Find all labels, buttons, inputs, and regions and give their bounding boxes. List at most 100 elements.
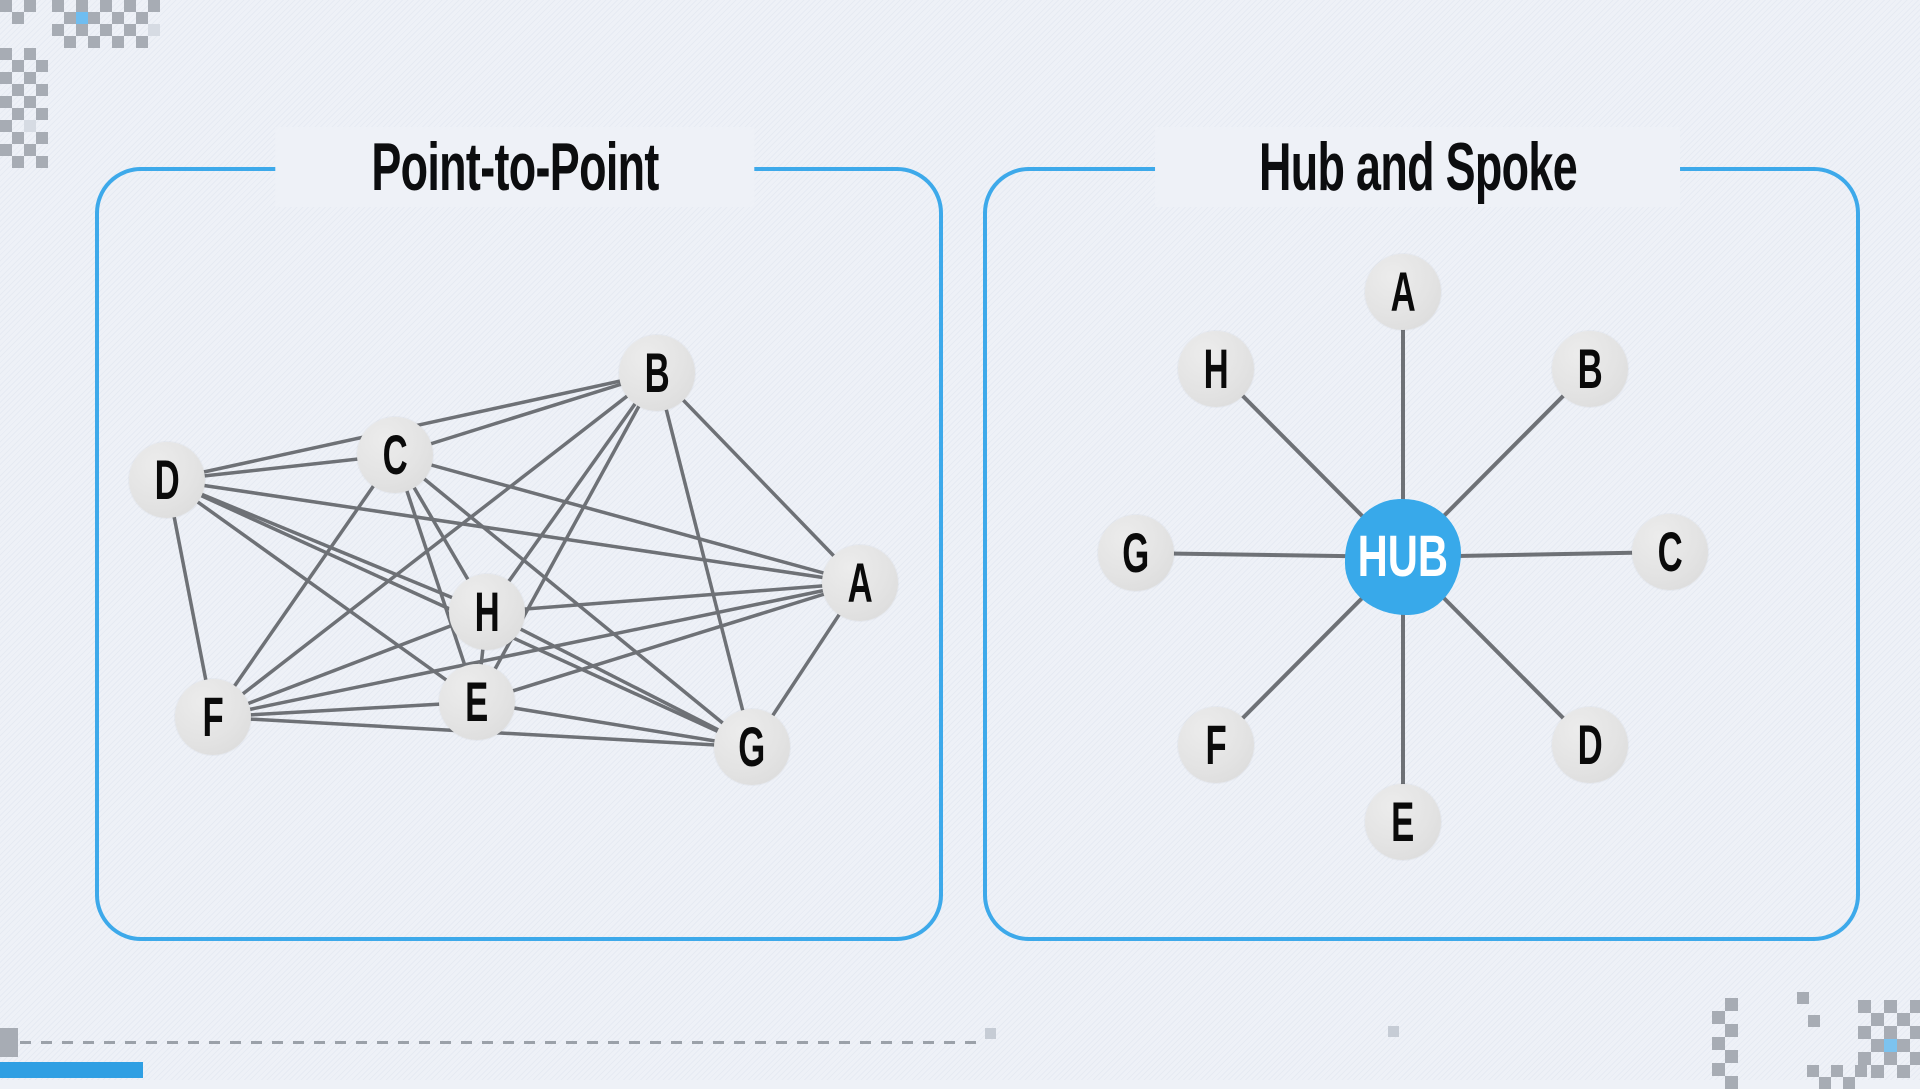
checker-pixel-top-left-wide (100, 0, 112, 12)
checker-pixel-corner-mini-top-left (0, 0, 12, 12)
hub-label: HUB (1357, 524, 1449, 589)
mesh-node-C: C (357, 417, 433, 493)
spoke-node-F: F (1178, 707, 1254, 783)
mesh-edge-BF (211, 371, 659, 719)
checker-pixel-bottom-right-zigzag (1807, 1065, 1819, 1077)
checker-pixel-left-edge-column (36, 156, 48, 168)
node-label: E (1391, 790, 1415, 853)
checker-pixel-bottom-right-strip (1725, 1024, 1738, 1037)
mesh-edge-FH (212, 610, 488, 719)
checker-pixel-left-edge-column (36, 84, 48, 96)
mesh-node-B: B (619, 335, 695, 411)
checker-pixel-top-left-wide (124, 24, 136, 36)
checker-pixel-left-edge-column (36, 132, 48, 144)
checker-pixel-bottom-right-block (1858, 1000, 1871, 1013)
mesh-node-D: D (129, 442, 205, 518)
checker-pixel-left-edge-column (24, 144, 36, 156)
node-label: H (1203, 337, 1229, 400)
checker-pixel-bottom-right-strip (1712, 1011, 1725, 1024)
node-label: C (1657, 520, 1683, 583)
mesh-edge-BC (394, 371, 658, 457)
node-label: B (644, 341, 670, 404)
checker-pixel-bottom-right-zigzag (1831, 1065, 1843, 1077)
checker-pixel-bottom-right-block (1897, 1013, 1910, 1026)
checker-pixel-top-left-wide (76, 24, 88, 36)
checker-pixel-left-edge-column (36, 60, 48, 72)
spoke-node-H: H (1178, 331, 1254, 407)
node-label: F (202, 685, 224, 748)
hub-node: HUB (1345, 499, 1461, 615)
checker-pixel-bottom-right-block (1871, 1013, 1884, 1026)
node-label: A (1390, 260, 1416, 323)
spoke-node-B: B (1552, 331, 1628, 407)
checker-pixel-top-left-wide (88, 36, 100, 48)
spoke-node-E: E (1365, 784, 1441, 860)
mesh-edge-AD (166, 478, 861, 585)
checker-pixel-bottom-right-block (1884, 1026, 1897, 1039)
panel-title-text: Point-to-Point (371, 129, 659, 205)
checker-pixel-left-edge-column (0, 48, 12, 60)
checker-pixel-top-left-wide (52, 24, 64, 36)
mesh-edge-EF (212, 700, 478, 719)
checker-pixel-bottom-right-block (1897, 1065, 1910, 1078)
checker-pixel-top-left-wide (88, 12, 100, 24)
node-label: A (847, 551, 873, 614)
bottom-left-gray-block (0, 1028, 18, 1057)
mesh-edge-AH (486, 581, 861, 614)
spoke-node-A: A (1365, 254, 1441, 330)
mesh-edge-AC (394, 453, 861, 585)
node-label: G (738, 715, 766, 778)
checker-pixel-bottom-right-strip (1712, 1037, 1725, 1050)
checker-pixel-top-left-wide (100, 24, 112, 36)
panel-title-hub-and-spoke: Hub and Spoke (1154, 127, 1681, 207)
checker-pixel-corner-mini-top-left (24, 0, 36, 12)
checker-pixel-bottom-right-strip (1712, 1063, 1725, 1076)
light-pixel-top-left (148, 24, 160, 36)
checker-pixel-bottom-right-block (1858, 1026, 1871, 1039)
light-pixel-left-column (24, 120, 36, 132)
blue-accent-bar (0, 1062, 143, 1078)
checker-pixel-top-left-wide (64, 12, 76, 24)
checker-pixel-bottom-right-block (1910, 1026, 1920, 1039)
mesh-edge-BH (485, 371, 659, 614)
node-label: G (1122, 521, 1150, 584)
spoke-node-G: G (1098, 515, 1174, 591)
node-label: D (1577, 713, 1603, 776)
node-label: D (154, 448, 180, 511)
checker-pixel-left-edge-column (12, 60, 24, 72)
single-light-mid-1 (985, 1028, 996, 1039)
checker-pixel-left-edge-column (0, 120, 12, 132)
checker-pixel-left-edge-column (12, 108, 24, 120)
mesh-node-G: G (714, 709, 790, 785)
node-label: F (1205, 713, 1227, 776)
checker-pixel-left-edge-column (12, 156, 24, 168)
mesh-edge-BG (655, 372, 754, 748)
checker-pixel-top-left-wide (124, 0, 136, 12)
checker-pixel-top-left-wide (76, 0, 88, 12)
checker-pixel-bottom-right-zigzag (1855, 1065, 1867, 1077)
mesh-node-E: E (439, 664, 515, 740)
blue-pixel-top-left (76, 12, 88, 24)
checker-pixel-bottom-right-block (1910, 1052, 1920, 1065)
panel-title-text: Hub and Spoke (1258, 129, 1577, 205)
checker-pixel-bottom-right-block (1858, 1052, 1871, 1065)
checker-pixel-left-edge-column (0, 96, 12, 108)
checker-pixel-top-left-wide (112, 12, 124, 24)
checker-pixel-top-left-wide (148, 0, 160, 12)
checker-pixel-corner-mini-top-left (12, 12, 24, 24)
blue-pixel-bottom-right (1884, 1039, 1897, 1052)
checker-pixel-left-edge-column (0, 72, 12, 84)
node-label: C (382, 423, 408, 486)
mesh-edge-EG (476, 700, 753, 749)
checker-pixel-left-edge-column (24, 96, 36, 108)
checker-pixel-bottom-right-strip (1725, 1076, 1738, 1089)
checker-pixel-bottom-right-block (1884, 1000, 1897, 1013)
checker-pixel-top-left-wide (136, 36, 148, 48)
checker-pixel-left-edge-column (36, 108, 48, 120)
spoke-node-C: C (1632, 514, 1708, 590)
checker-pixel-left-edge-column (24, 48, 36, 60)
mesh-edge-AB (655, 371, 862, 585)
single-gray-1 (1797, 992, 1809, 1004)
checker-pixel-bottom-right-block (1871, 1039, 1884, 1052)
